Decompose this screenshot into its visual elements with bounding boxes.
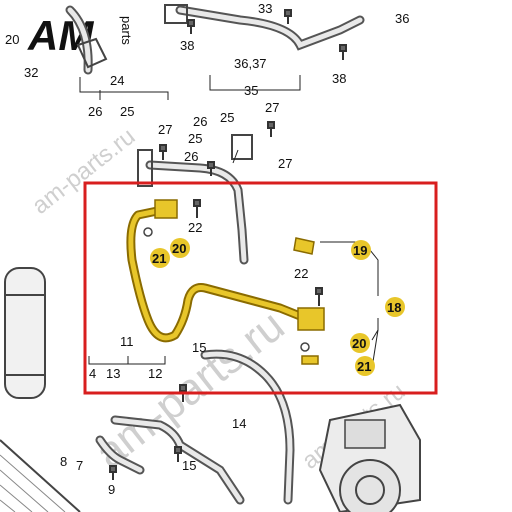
- compressor: [318, 403, 421, 512]
- callout-h18: 18: [387, 300, 401, 315]
- callout-25b: 25: [220, 110, 234, 125]
- callout-25a: 25: [120, 104, 134, 119]
- receiver-drier: [4, 267, 46, 399]
- callout-h19: 19: [353, 243, 367, 258]
- callout-h21b: 21: [357, 359, 371, 374]
- callout-11: 11: [120, 334, 134, 349]
- badge-20a: [170, 238, 190, 258]
- callout-22b: 22: [294, 266, 308, 281]
- callout-36-37: 36,37: [234, 56, 267, 71]
- badge-21b: [355, 356, 375, 376]
- callout-22a: 22: [188, 220, 202, 235]
- callout-26a: 26: [88, 104, 102, 119]
- callout-32: 32: [24, 65, 38, 80]
- callout-26b: 26: [193, 114, 207, 129]
- logo-suffix: parts: [119, 16, 134, 45]
- highlighted-callouts: 20 21 19 18 20 21: [150, 238, 405, 376]
- badge-21a: [150, 248, 170, 268]
- leader-lines: [79, 75, 379, 369]
- badge-20b: [350, 333, 370, 353]
- callout-h20b: 20: [352, 336, 366, 351]
- middle-pipe-bracket: [137, 149, 153, 187]
- callout-27a: 27: [158, 122, 172, 137]
- callout-25c: 25: [188, 131, 202, 146]
- top-left-fitting: [76, 37, 108, 69]
- o-ring-left: [143, 227, 153, 237]
- callout-9: 9: [108, 482, 115, 497]
- callout-33: 33: [258, 1, 272, 16]
- gasket: [301, 355, 319, 365]
- callout-labels: 20 33 36 38 32 24 36,37 35 38 26 25 27 2…: [5, 1, 409, 497]
- badge-18: [385, 297, 405, 317]
- callout-8: 8: [60, 454, 67, 469]
- condenser: [0, 439, 81, 512]
- callout-35: 35: [244, 83, 258, 98]
- callout-24: 24: [110, 73, 124, 88]
- screw-icons: [109, 9, 347, 480]
- middle-pipe-valve: [231, 134, 253, 160]
- callout-27b: 27: [265, 100, 279, 115]
- badge-19: [351, 240, 371, 260]
- callout-20a: 20: [5, 32, 19, 47]
- callout-15b: 15: [182, 458, 196, 473]
- callout-26c: 26: [184, 149, 198, 164]
- callout-38a: 38: [180, 38, 194, 53]
- callout-14: 14: [232, 416, 246, 431]
- selection-frame: [83, 181, 438, 395]
- callout-h21a: 21: [152, 251, 166, 266]
- callout-4: 4: [89, 366, 96, 381]
- highlighted-pipe: [126, 199, 325, 343]
- o-ring: [300, 342, 310, 352]
- callout-h20a: 20: [172, 241, 186, 256]
- callout-13: 13: [106, 366, 120, 381]
- callout-7: 7: [76, 458, 83, 473]
- callout-27c: 27: [278, 156, 292, 171]
- callout-38b: 38: [332, 71, 346, 86]
- callout-36a: 36: [395, 11, 409, 26]
- pressure-switch: [293, 237, 315, 255]
- callout-15a: 15: [192, 340, 206, 355]
- callout-12: 12: [148, 366, 162, 381]
